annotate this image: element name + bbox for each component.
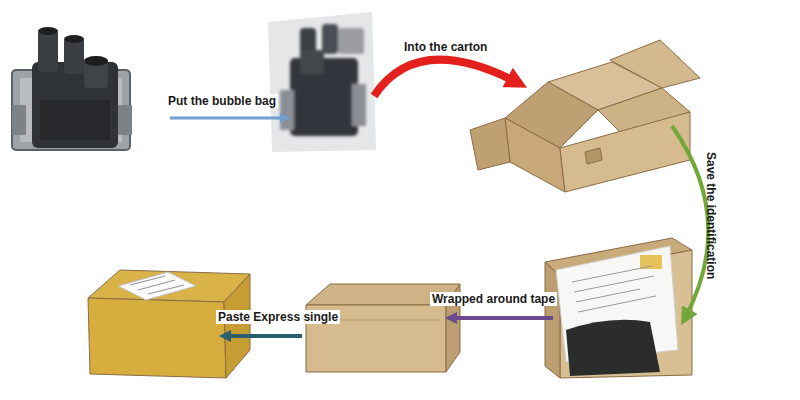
step-arrow — [672, 126, 708, 320]
step-label: Paste Express single — [216, 310, 340, 324]
step-label: Put the bubble bag — [166, 94, 278, 108]
labeled-box — [88, 270, 250, 378]
step-label: Save the identification — [704, 150, 718, 281]
step-label: Wrapped around tape — [430, 292, 557, 306]
step-label: Into the carton — [402, 40, 489, 54]
step-arrow — [170, 117, 288, 120]
step-arrow — [374, 60, 520, 96]
step-arrow — [448, 316, 553, 320]
ignition-coil — [12, 27, 132, 150]
bubble-bag-photo — [268, 12, 376, 152]
step-arrow — [222, 334, 302, 338]
open-carton — [470, 40, 700, 192]
box-with-identification — [545, 238, 692, 378]
